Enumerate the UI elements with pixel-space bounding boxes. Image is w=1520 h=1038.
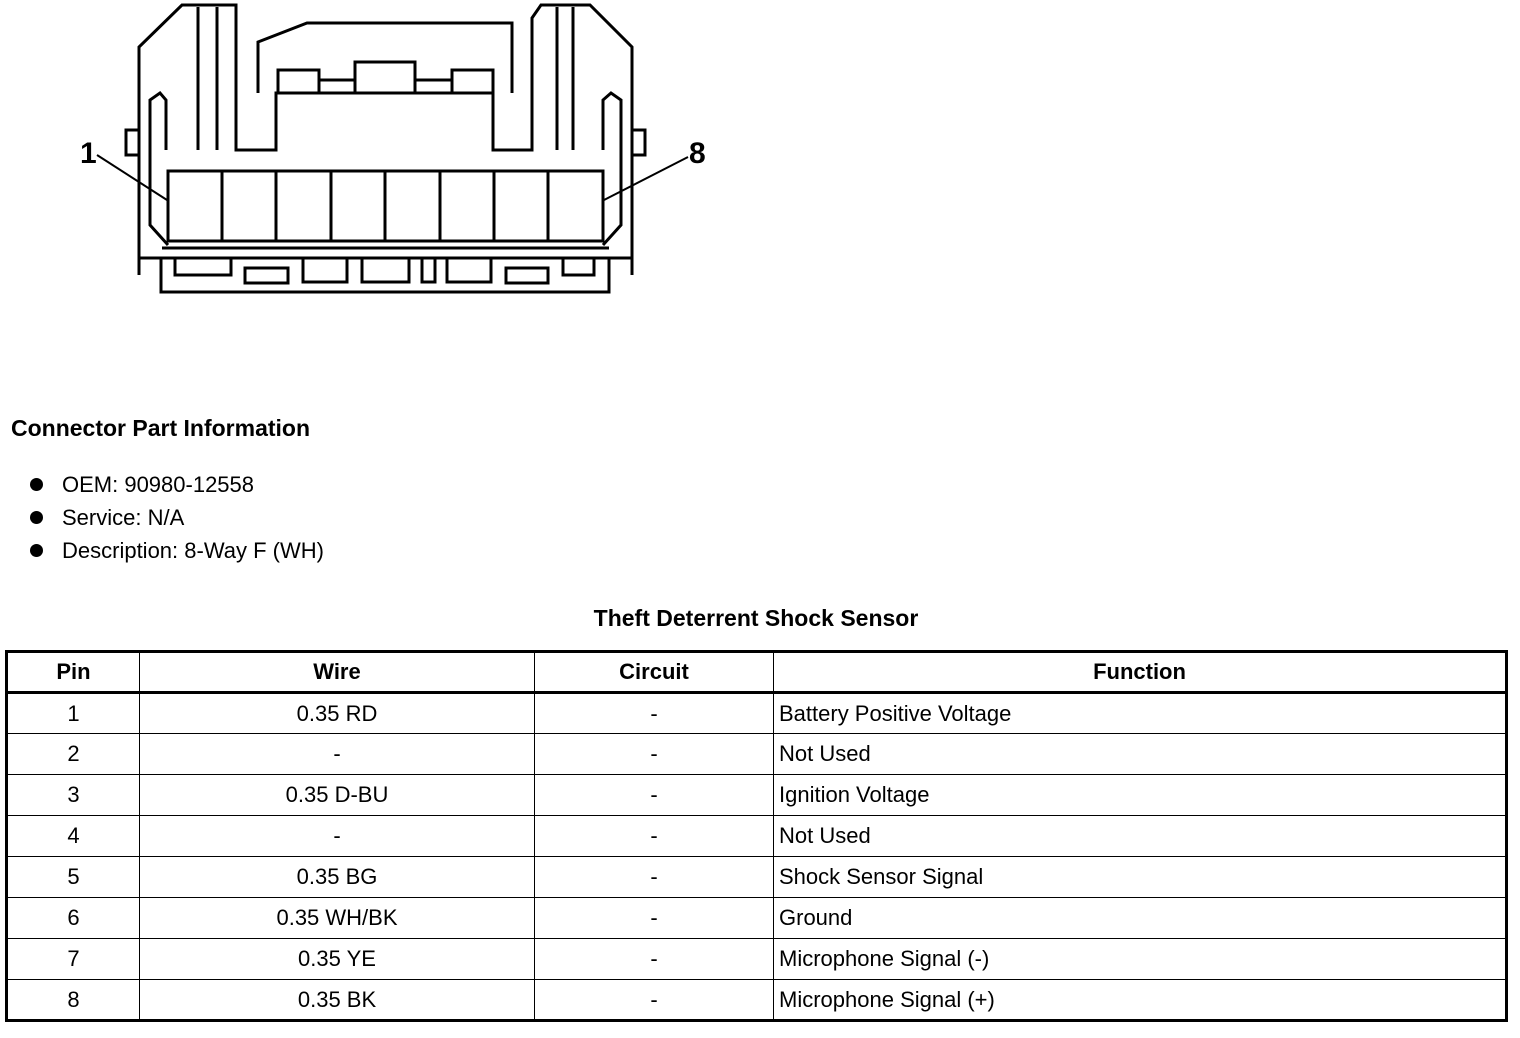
list-item: Description: 8-Way F (WH) bbox=[28, 534, 324, 567]
pin-cell: 2 bbox=[6, 733, 140, 775]
connector-info-list: OEM: 90980-12558 Service: N/A Descriptio… bbox=[28, 468, 324, 567]
bullet-icon bbox=[30, 478, 43, 491]
column-header-function: Function bbox=[773, 651, 1507, 694]
pin-cell: 3 bbox=[6, 774, 140, 816]
circuit-cell: - bbox=[534, 897, 774, 939]
oem-part-number: OEM: 90980-12558 bbox=[62, 472, 255, 497]
pin-cell: 5 bbox=[6, 856, 140, 898]
table-row: 8 0.35 BK - Microphone Signal (+) bbox=[6, 979, 1507, 1021]
pin-cell: 8 bbox=[6, 979, 140, 1021]
circuit-cell: - bbox=[534, 938, 774, 980]
circuit-cell: - bbox=[534, 815, 774, 857]
column-header-circuit: Circuit bbox=[534, 651, 774, 694]
function-cell: Shock Sensor Signal bbox=[773, 856, 1507, 898]
table-row: 2 - - Not Used bbox=[6, 733, 1507, 775]
function-cell: Microphone Signal (+) bbox=[773, 979, 1507, 1021]
wire-cell: 0.35 RD bbox=[139, 692, 535, 734]
wire-cell: - bbox=[139, 815, 535, 857]
bullet-icon bbox=[30, 544, 43, 557]
table-row: 6 0.35 WH/BK - Ground bbox=[6, 897, 1507, 939]
pin-8-callout: 8 bbox=[689, 137, 706, 170]
function-cell: Not Used bbox=[773, 733, 1507, 775]
wire-cell: 0.35 D-BU bbox=[139, 774, 535, 816]
table-row: 1 0.35 RD - Battery Positive Voltage bbox=[6, 692, 1507, 734]
table-row: 7 0.35 YE - Microphone Signal (-) bbox=[6, 938, 1507, 980]
connector-info-heading: Connector Part Information bbox=[11, 415, 311, 441]
pin-cell: 1 bbox=[6, 692, 140, 734]
circuit-cell: - bbox=[534, 733, 774, 775]
wire-cell: 0.35 WH/BK bbox=[139, 897, 535, 939]
table-row: 3 0.35 D-BU - Ignition Voltage bbox=[6, 774, 1507, 816]
connector-description: Description: 8-Way F (WH) bbox=[62, 538, 324, 563]
wire-cell: - bbox=[139, 733, 535, 775]
list-item: Service: N/A bbox=[28, 501, 324, 534]
service-part-number: Service: N/A bbox=[62, 505, 185, 530]
wire-cell: 0.35 BG bbox=[139, 856, 535, 898]
function-cell: Not Used bbox=[773, 815, 1507, 857]
pin-1-callout: 1 bbox=[80, 137, 97, 170]
circuit-cell: - bbox=[534, 856, 774, 898]
pin-cell: 6 bbox=[6, 897, 140, 939]
wire-cell: 0.35 YE bbox=[139, 938, 535, 980]
circuit-cell: - bbox=[534, 692, 774, 734]
function-cell: Battery Positive Voltage bbox=[773, 692, 1507, 734]
wire-cell: 0.35 BK bbox=[139, 979, 535, 1021]
circuit-cell: - bbox=[534, 979, 774, 1021]
list-item: OEM: 90980-12558 bbox=[28, 468, 324, 501]
table-title: Theft Deterrent Shock Sensor bbox=[593, 605, 919, 631]
circuit-cell: - bbox=[534, 774, 774, 816]
function-cell: Ground bbox=[773, 897, 1507, 939]
column-header-wire: Wire bbox=[139, 651, 535, 694]
connector-face-diagram: 1 8 bbox=[80, 3, 706, 294]
bullet-icon bbox=[30, 511, 43, 524]
pinout-table: Pin Wire Circuit Function 1 0.35 RD - Ba… bbox=[5, 650, 1508, 1022]
table-header-row: Pin Wire Circuit Function bbox=[6, 651, 1507, 694]
table-row: 4 - - Not Used bbox=[6, 815, 1507, 857]
pin-cell: 7 bbox=[6, 938, 140, 980]
function-cell: Ignition Voltage bbox=[773, 774, 1507, 816]
column-header-pin: Pin bbox=[6, 651, 140, 694]
pin-cell: 4 bbox=[6, 815, 140, 857]
function-cell: Microphone Signal (-) bbox=[773, 938, 1507, 980]
table-row: 5 0.35 BG - Shock Sensor Signal bbox=[6, 856, 1507, 898]
